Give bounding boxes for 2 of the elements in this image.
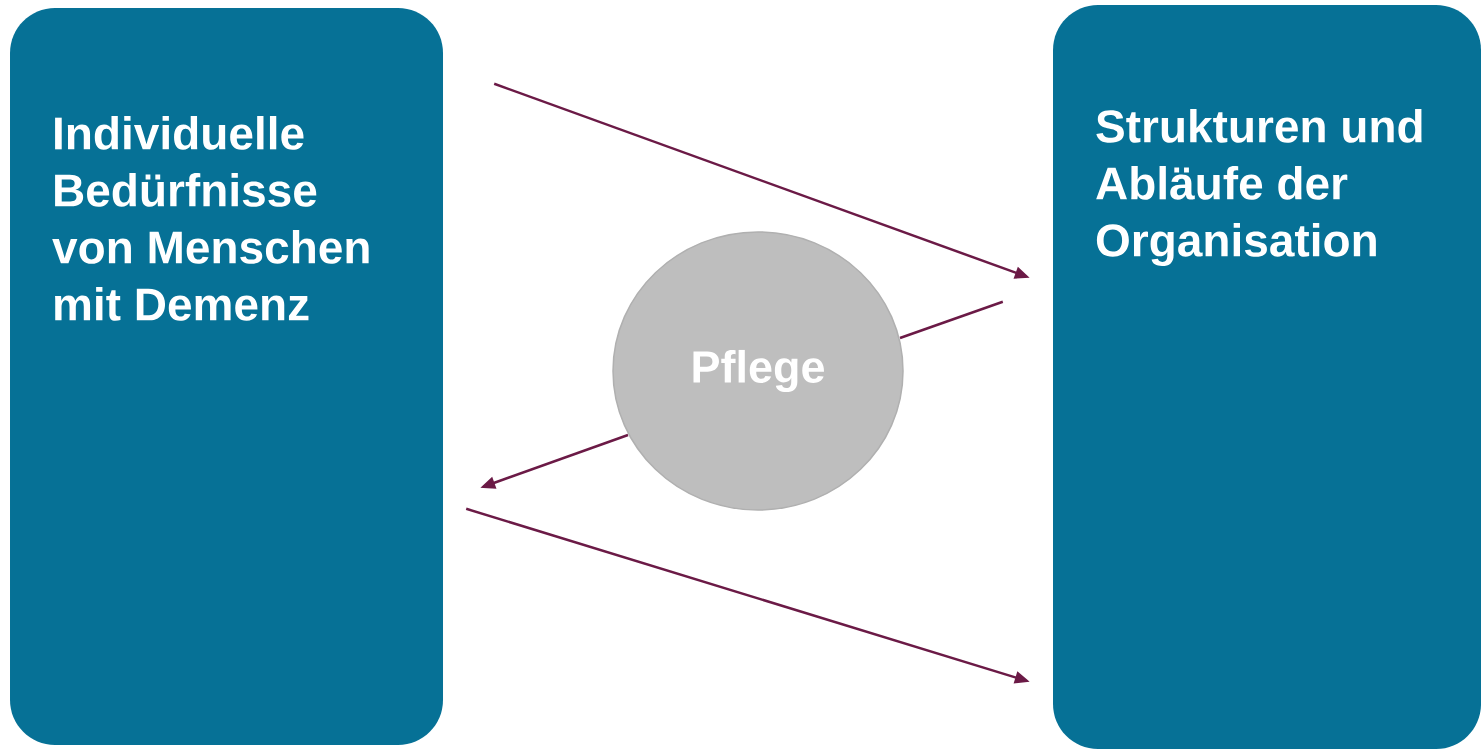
- text-box: Strukturen und Abläufe der Organisation: [1053, 5, 1481, 749]
- text-box: Individuelle Bedürfnisse von Menschen mit Demenz: [10, 8, 443, 745]
